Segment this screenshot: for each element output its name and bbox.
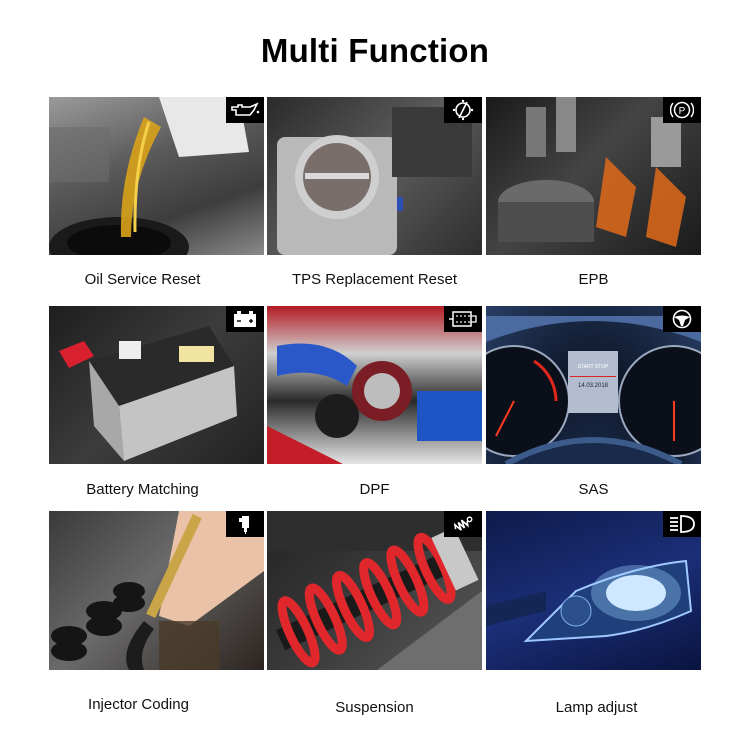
label-sas: SAS xyxy=(578,481,609,498)
oil-can-icon xyxy=(226,97,264,123)
headlamp-scene-illustration xyxy=(486,559,693,643)
dpf-scene-illustration xyxy=(267,343,482,464)
dash-date: 14.03.2018 xyxy=(578,383,609,389)
svg-text:P: P xyxy=(679,106,686,117)
steering-wheel-icon xyxy=(663,306,701,332)
tile-oil-service-reset[interactable] xyxy=(49,97,264,255)
label-suspension: Suspension xyxy=(335,699,414,716)
label-dpf: DPF xyxy=(359,481,390,498)
suspension-scene-illustration xyxy=(267,511,482,670)
injector-icon xyxy=(226,511,264,537)
tile-lamp-adjust[interactable] xyxy=(486,511,701,670)
injector-scene-illustration xyxy=(51,511,264,670)
suspension-spring-icon xyxy=(444,511,482,537)
dashboard-scene-illustration: 14.03.2018 START STOP xyxy=(486,316,701,464)
tile-battery-matching[interactable] xyxy=(49,306,264,464)
throttle-icon xyxy=(444,97,482,123)
tile-suspension[interactable] xyxy=(267,511,482,670)
label-lamp-adjust: Lamp adjust xyxy=(555,699,638,716)
label-battery-matching: Battery Matching xyxy=(86,481,199,498)
tile-sas[interactable]: 14.03.2018 START STOP xyxy=(486,306,701,464)
tile-epb[interactable]: P xyxy=(486,97,701,255)
headlamp-icon xyxy=(663,511,701,537)
epb-scene-illustration xyxy=(498,97,686,247)
dash-mode: START STOP xyxy=(578,364,609,370)
battery-icon xyxy=(226,306,264,332)
label-oil-service-reset: Oil Service Reset xyxy=(84,271,201,288)
label-injector-coding: Injector Coding xyxy=(88,696,189,713)
throttle-scene-illustration xyxy=(277,107,472,255)
tile-injector-coding[interactable] xyxy=(49,511,264,670)
parking-brake-icon: P xyxy=(663,97,701,123)
tile-tps-replacement-reset[interactable] xyxy=(267,97,482,255)
label-tps-replacement-reset: TPS Replacement Reset xyxy=(291,271,458,288)
page-title: Multi Function xyxy=(260,32,490,69)
label-epb: EPB xyxy=(578,271,609,288)
tile-dpf[interactable] xyxy=(267,306,482,464)
dpf-filter-icon xyxy=(444,306,482,332)
battery-scene-illustration xyxy=(59,326,237,461)
